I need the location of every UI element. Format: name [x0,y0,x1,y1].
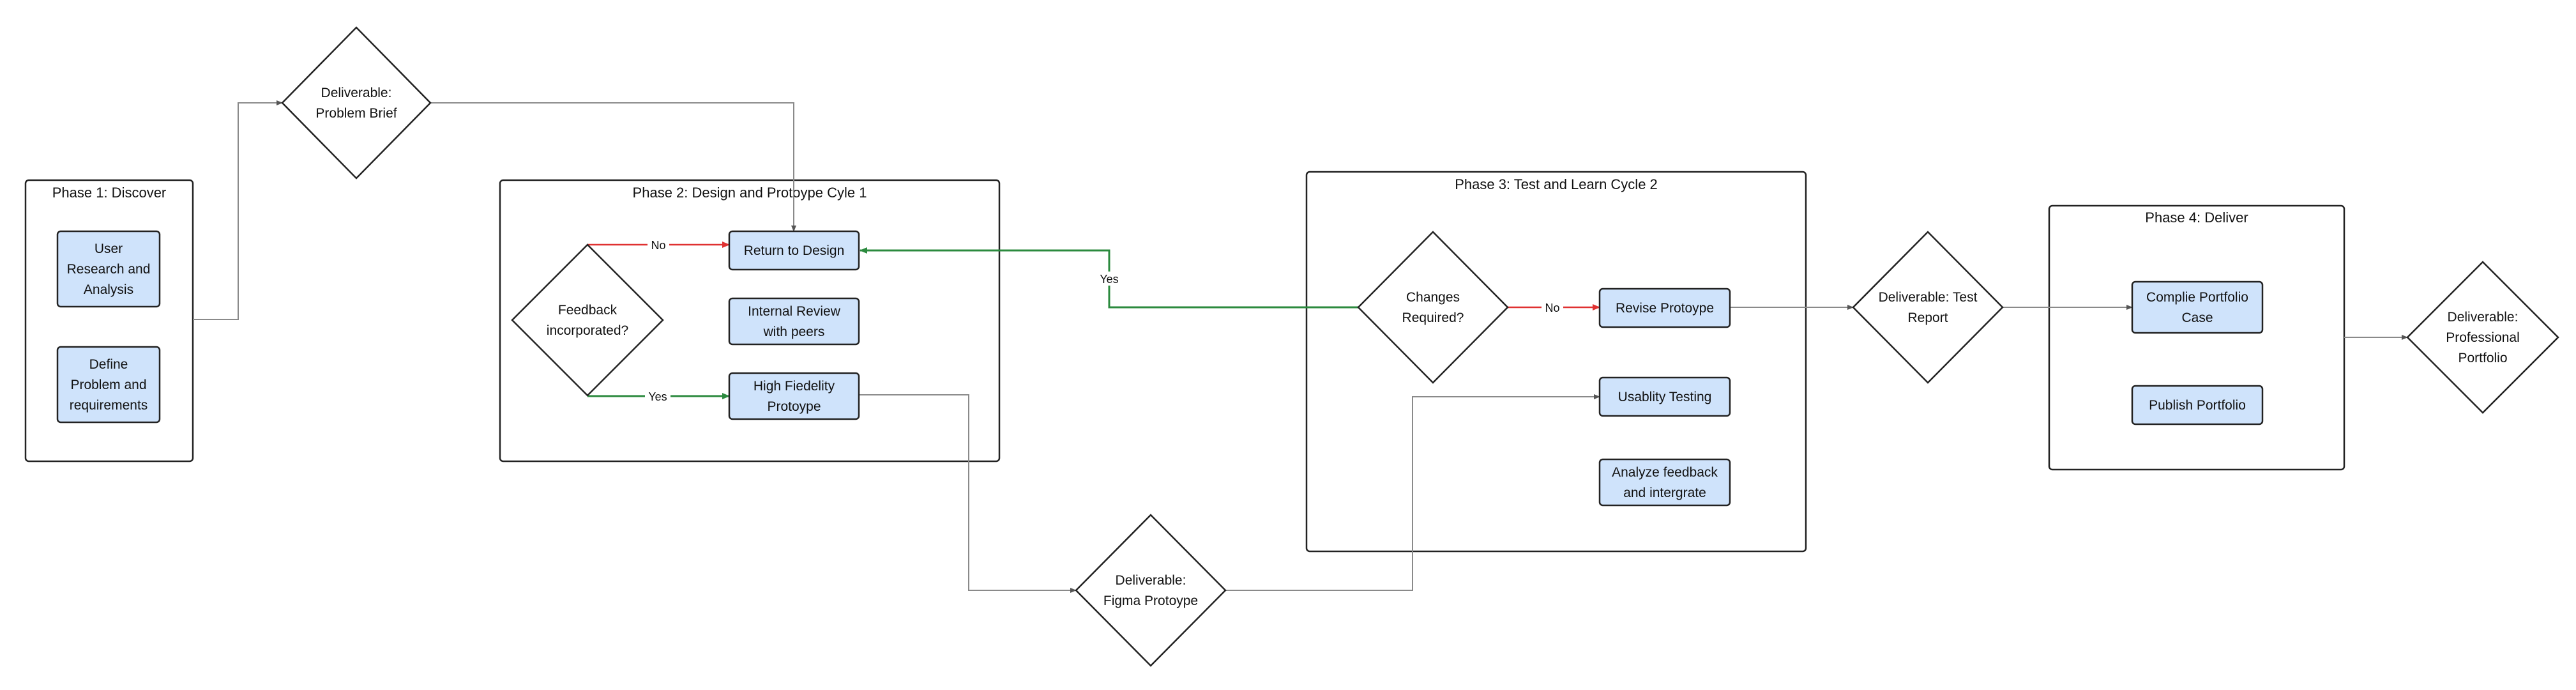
edge-label-changes-yes: Yes [1096,272,1123,286]
problem-brief-label-line: Problem Brief [315,106,397,121]
test-report-label-line: Deliverable: Test [1879,290,1978,305]
phase-design-title: Phase 2: Design and Protoype Cyle 1 [633,185,867,201]
internal-review-label-line: Internal Review [748,304,841,319]
task-publish-portfolio[interactable]: Publish Portfolio [2131,385,2264,425]
phase-test-title: Phase 3: Test and Learn Cycle 2 [1455,176,1658,192]
problem-brief-label-line: Deliverable: [321,86,392,100]
phase-test[interactable]: Phase 3: Test and Learn Cycle 2 [1305,171,1807,553]
edge-problem-brief-to-return [430,102,796,232]
define-problem-label-line: Problem and [70,378,146,392]
professional-portfolio-label-line: Professional [2446,330,2520,345]
svg-text:Yes: Yes [648,390,667,403]
edge-label-changes-no: No [1542,300,1563,314]
svg-text:No: No [651,239,665,252]
high-fidelity-label-line: High Fiedelity [754,379,835,394]
edge-label-feedback-yes: Yes [645,389,671,403]
edge-discover-to-problem-brief [193,100,283,320]
edges [193,100,2408,593]
task-analyze-feedback[interactable]: Analyze feedback and intergrate [1598,458,1731,507]
publish-portfolio-label-line: Publish Portfolio [2149,398,2246,413]
decision-figma-prototype[interactable]: Deliverable: Figma Protoype [1075,514,1227,667]
svg-text:Yes: Yes [1100,273,1118,286]
changes-required-label-line: Changes [1406,290,1460,305]
task-internal-review[interactable]: Internal Review with peers [728,297,860,346]
internal-review-label-line: with peers [763,325,825,339]
phase-deliver[interactable]: Phase 4: Deliver [2048,204,2345,471]
svg-text:No: No [1545,302,1559,314]
user-research-label-line: Research and [67,262,151,277]
return-to-design-label-line: Return to Design [744,243,845,258]
analyze-feedback-label-line: and intergrate [1623,486,1706,500]
task-return-to-design[interactable]: Return to Design [728,230,860,271]
high-fidelity-label-line: Protoype [767,399,821,414]
phase-discover-title: Phase 1: Discover [52,185,167,201]
define-problem-label-line: Define [89,357,128,372]
task-revise-prototype[interactable]: Revise Protoype [1598,288,1731,328]
compile-portfolio-label-line: Complie Portfolio [2146,290,2248,305]
decision-feedback-incorporated[interactable]: Feedback incorporated? [511,243,664,397]
user-research-label-line: Analysis [84,282,133,297]
phase-deliver-title: Phase 4: Deliver [2145,210,2248,226]
professional-portfolio-label-line: Deliverable: [2448,310,2519,325]
edge-high-fidelity-to-figma [859,394,1077,593]
decision-problem-brief[interactable]: Deliverable: Problem Brief [281,26,432,180]
compile-portfolio-label-line: Case [2181,310,2213,325]
feedback-incorporated-label-line: incorporated? [547,323,628,338]
edge-figma-to-usability [1225,394,1600,591]
task-usability-testing[interactable]: Usablity Testing [1598,376,1731,417]
figma-prototype-label-line: Deliverable: [1116,573,1186,588]
feedback-incorporated-label-line: Feedback [558,303,617,318]
define-problem-label-line: requirements [70,398,148,413]
figma-prototype-label-line: Figma Protoype [1103,594,1198,608]
changes-required-label-line: Required? [1402,310,1464,325]
revise-prototype-label-line: Revise Protoype [1616,301,1714,316]
analyze-feedback-label-line: Analyze feedback [1612,465,1718,480]
edge-label-feedback-no: No [648,238,669,252]
test-report-label-line: Report [1907,310,1948,325]
usability-testing-label-line: Usablity Testing [1618,390,1712,404]
professional-portfolio-label-line: Portfolio [2458,351,2507,365]
user-research-label-line: User [95,241,123,256]
